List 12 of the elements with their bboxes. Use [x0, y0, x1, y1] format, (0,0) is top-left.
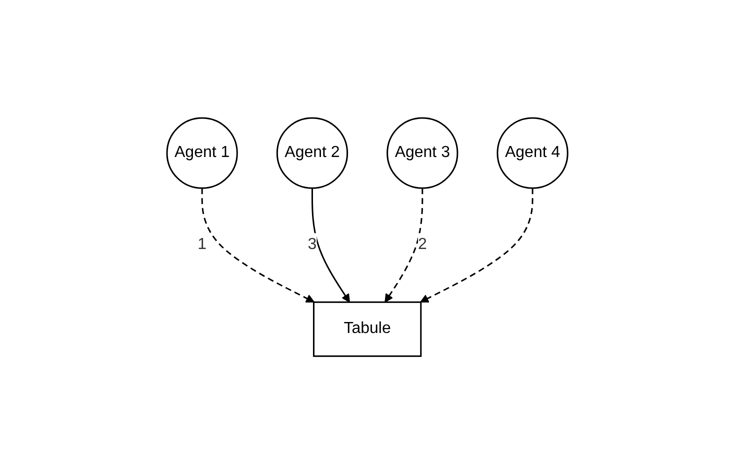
edge-label: 1 — [197, 236, 206, 254]
node-circle: Agent 1 — [166, 118, 238, 190]
arrow — [201, 188, 314, 303]
edge-label: 2 — [418, 236, 427, 254]
arrow — [384, 188, 423, 303]
node-circle: Agent 3 — [386, 118, 458, 190]
arrow — [311, 188, 350, 303]
node-circle: Agent 2 — [276, 118, 348, 190]
edge-label: 3 — [307, 236, 316, 254]
arrow — [420, 188, 533, 303]
node-circle: Agent 4 — [496, 118, 568, 190]
node-box: Tabule — [312, 302, 422, 358]
